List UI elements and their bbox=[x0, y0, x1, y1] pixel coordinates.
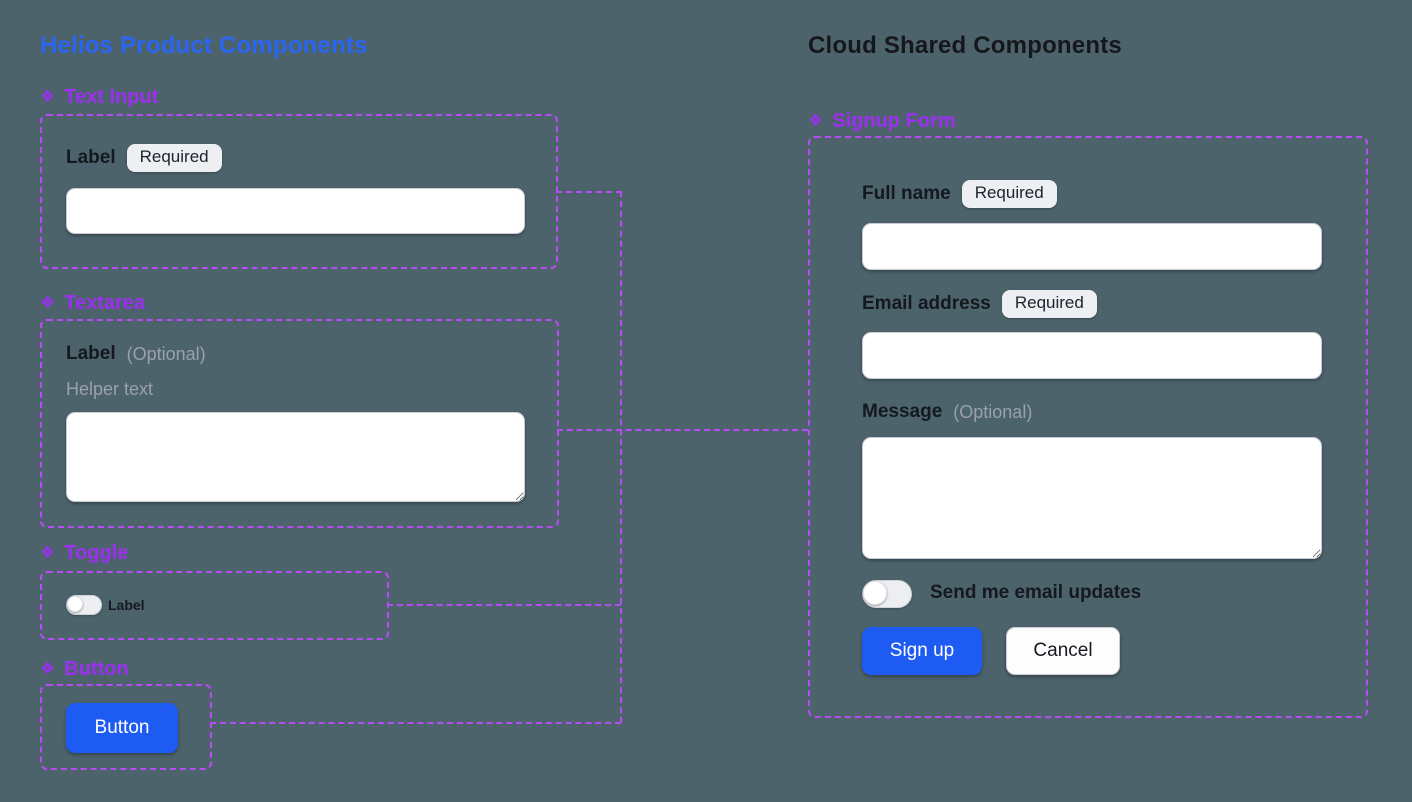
email-input[interactable] bbox=[862, 332, 1322, 379]
textarea-label-row: Label (Optional) bbox=[66, 343, 206, 365]
cancel-button[interactable]: Cancel bbox=[1006, 627, 1120, 675]
text-input-field[interactable] bbox=[66, 188, 525, 234]
field-label: Message bbox=[862, 401, 943, 422]
helper-text: Helper text bbox=[66, 379, 154, 399]
connector-button bbox=[210, 722, 621, 724]
optional-suffix: (Optional) bbox=[126, 343, 206, 364]
component-label-text: Toggle bbox=[64, 542, 129, 564]
message-label-row: Message (Optional) bbox=[862, 401, 1032, 423]
required-badge: Required bbox=[126, 144, 222, 172]
text-input-frame bbox=[40, 114, 558, 269]
field-label: Email address bbox=[862, 293, 991, 314]
message-textarea[interactable] bbox=[862, 437, 1322, 559]
text-input-label-row: Label Required bbox=[66, 144, 222, 172]
email-label-row: Email address Required bbox=[862, 290, 1097, 318]
component-label-toggle: ❖ Toggle bbox=[40, 542, 128, 565]
textarea-field[interactable] bbox=[66, 412, 525, 502]
component-label-text: Text Input bbox=[64, 86, 159, 108]
component-label-button: ❖ Button bbox=[40, 658, 129, 681]
button-frame bbox=[40, 684, 212, 770]
component-label-text-input: ❖ Text Input bbox=[40, 86, 158, 109]
field-label: Label bbox=[66, 343, 116, 364]
required-badge: Required bbox=[1001, 290, 1097, 318]
cloud-title: Cloud Shared Components bbox=[808, 32, 1122, 59]
component-icon: ❖ bbox=[40, 659, 56, 679]
toggle-knob bbox=[863, 581, 887, 605]
full-name-input[interactable] bbox=[862, 223, 1322, 270]
field-label: Label bbox=[66, 147, 116, 168]
connector-textarea-to-signup bbox=[557, 429, 808, 431]
component-icon: ❖ bbox=[40, 87, 56, 107]
component-label-text: Textarea bbox=[64, 292, 146, 314]
email-updates-label: Send me email updates bbox=[930, 582, 1142, 603]
helios-title: Helios Product Components bbox=[40, 32, 368, 59]
connector-toggle bbox=[387, 604, 621, 606]
full-name-label-row: Full name Required bbox=[862, 180, 1057, 208]
component-icon: ❖ bbox=[40, 293, 56, 313]
component-label-text: Button bbox=[64, 658, 129, 680]
optional-suffix: (Optional) bbox=[953, 401, 1033, 422]
component-label-signup-form: ❖ Signup Form bbox=[808, 110, 956, 133]
toggle-switch[interactable] bbox=[66, 595, 102, 615]
component-icon: ❖ bbox=[40, 543, 56, 563]
sign-up-button[interactable]: Sign up bbox=[862, 627, 982, 675]
field-label: Full name bbox=[862, 183, 951, 204]
component-icon: ❖ bbox=[808, 111, 824, 131]
connector-text-input bbox=[556, 191, 622, 193]
required-badge: Required bbox=[961, 180, 1057, 208]
sample-button[interactable]: Button bbox=[66, 703, 178, 753]
textarea-frame bbox=[40, 319, 559, 528]
signup-form-frame bbox=[808, 136, 1368, 718]
toggle-knob bbox=[67, 596, 83, 612]
component-label-textarea: ❖ Textarea bbox=[40, 292, 145, 315]
email-updates-toggle[interactable] bbox=[862, 580, 912, 608]
component-label-text: Signup Form bbox=[832, 110, 956, 132]
toggle-frame bbox=[40, 571, 389, 640]
toggle-label: Label bbox=[108, 597, 145, 613]
connector-trunk bbox=[620, 191, 622, 723]
